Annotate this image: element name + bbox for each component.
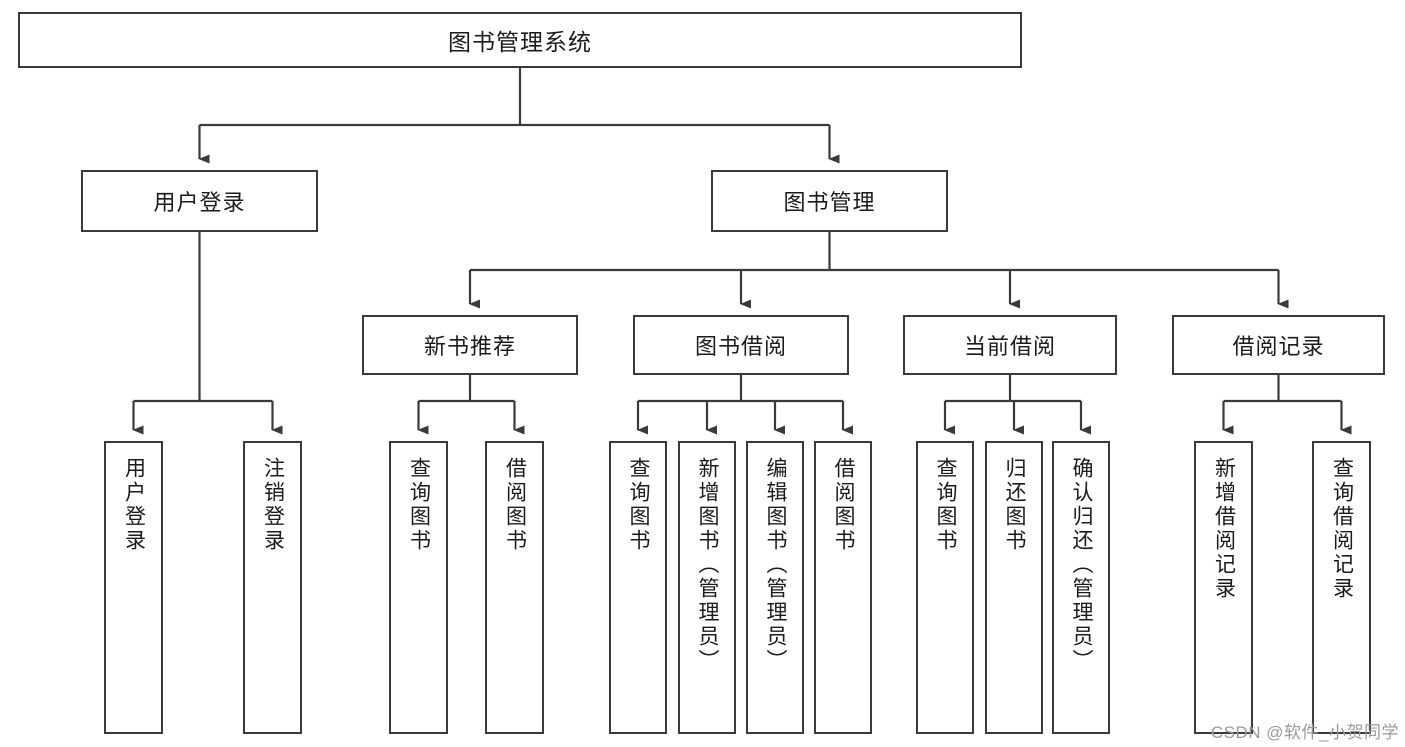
leaf-label: 确认归还（管理员） xyxy=(1070,457,1094,673)
leaf-edit-book[interactable]: 编辑图书（管理员） xyxy=(746,441,804,734)
leaf-add-borrow-record[interactable]: 新增借阅记录 xyxy=(1194,441,1253,734)
leaf-user-login[interactable]: 用户登录 xyxy=(104,441,163,734)
leaf-label: 查询图书 xyxy=(627,457,651,553)
leaf-label: 查询借阅记录 xyxy=(1330,457,1354,601)
leaf-return-book[interactable]: 归还图书 xyxy=(985,441,1043,734)
watermark: CSDN @软件_小贺同学 xyxy=(1210,723,1399,742)
node-current-borrow[interactable]: 当前借阅 xyxy=(903,315,1117,375)
leaf-label: 借阅图书 xyxy=(832,457,856,553)
leaf-label: 查询图书 xyxy=(407,457,431,553)
node-book-manage[interactable]: 图书管理 xyxy=(711,170,948,232)
leaf-label: 新增图书（管理员） xyxy=(696,457,720,673)
leaf-add-book[interactable]: 新增图书（管理员） xyxy=(678,441,736,734)
leaf-label: 注销登录 xyxy=(261,457,285,553)
leaf-label: 借阅图书 xyxy=(503,457,527,553)
leaf-label: 查询图书 xyxy=(934,457,958,553)
leaf-label: 编辑图书（管理员） xyxy=(764,457,788,673)
node-book-borrow[interactable]: 图书借阅 xyxy=(633,315,849,375)
leaf-query-book-1[interactable]: 查询图书 xyxy=(389,441,448,734)
leaf-borrow-book-2[interactable]: 借阅图书 xyxy=(814,441,872,734)
leaf-label: 用户登录 xyxy=(122,457,146,553)
node-root[interactable]: 图书管理系统 xyxy=(18,12,1022,68)
leaf-query-book-3[interactable]: 查询图书 xyxy=(916,441,974,734)
leaf-label: 归还图书 xyxy=(1003,457,1027,553)
leaf-logout[interactable]: 注销登录 xyxy=(243,441,302,734)
leaf-label: 新增借阅记录 xyxy=(1212,457,1236,601)
leaf-confirm-return[interactable]: 确认归还（管理员） xyxy=(1052,441,1110,734)
node-borrow-record[interactable]: 借阅记录 xyxy=(1172,315,1385,375)
leaf-query-borrow-record[interactable]: 查询借阅记录 xyxy=(1312,441,1371,734)
node-user-login[interactable]: 用户登录 xyxy=(81,170,318,232)
node-new-book-recommend[interactable]: 新书推荐 xyxy=(362,315,578,375)
leaf-query-book-2[interactable]: 查询图书 xyxy=(609,441,667,734)
leaf-borrow-book-1[interactable]: 借阅图书 xyxy=(485,441,544,734)
